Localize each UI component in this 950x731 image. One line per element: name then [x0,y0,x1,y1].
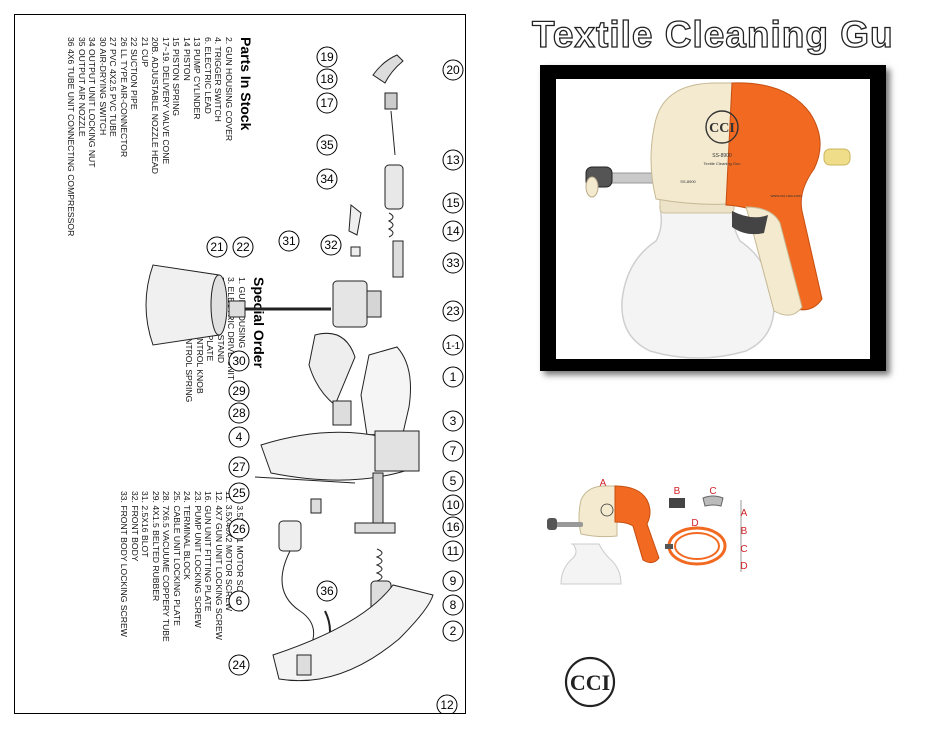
callout-7: 7 [442,440,464,462]
callout-29: 29 [228,380,250,402]
callout-36: 36 [316,580,338,602]
callout-15: 15 [442,192,464,214]
svg-text:8: 8 [450,598,457,612]
svg-text:28: 28 [232,406,246,420]
accessory-legend-d: D [740,561,747,572]
svg-text:4: 4 [236,430,243,444]
callout-8: 8 [442,594,464,616]
svg-text:24: 24 [232,658,246,672]
product-photo: CCI SS-8900 Textile Cleaning Gun SS-8900… [556,79,870,359]
svg-text:32: 32 [324,238,338,252]
photo-housing-label: SS-8900 [680,179,696,184]
callout-28: 28 [228,402,250,424]
callout-25: 25 [228,482,250,504]
svg-text:3: 3 [450,414,457,428]
callout-23: 23 [442,300,464,322]
callout-26: 26 [228,518,250,540]
photo-body-label: Textile Cleaning Gun [704,161,741,166]
svg-text:14: 14 [446,224,460,238]
callout-1-1: 1-1 [442,334,464,356]
accessory-legend-b: B [741,526,748,537]
accessory-legend-a: A [741,508,748,519]
svg-text:12: 12 [440,698,454,712]
svg-text:21: 21 [210,240,224,254]
svg-text:26: 26 [232,522,246,536]
callout-13: 13 [442,149,464,171]
svg-text:25: 25 [232,486,246,500]
accessory-callout-b: B [674,486,681,497]
svg-text:27: 27 [232,460,246,474]
svg-text:15: 15 [446,196,460,210]
callout-21: 21 [206,236,228,258]
svg-text:35: 35 [320,138,334,152]
accessories-panel: A B C D A B C D [547,478,748,585]
svg-text:29: 29 [232,384,246,398]
callout-24: 24 [228,654,250,676]
photo-web-label: www.cci-usa.com [771,193,803,198]
svg-text:1: 1 [450,370,457,384]
svg-text:36: 36 [320,584,334,598]
callout-35: 35 [316,134,338,156]
callout-16: 16 [442,516,464,538]
parts-diagram-panel: Parts In Stock 2. GUN HOUSING COVER 4. T… [14,14,466,714]
svg-text:6: 6 [236,594,243,608]
svg-text:11: 11 [447,544,460,558]
callout-14: 14 [442,220,464,242]
svg-text:17: 17 [320,96,334,110]
svg-text:18: 18 [320,72,334,86]
svg-text:23: 23 [446,304,460,318]
svg-text:20: 20 [446,63,460,77]
callout-4: 4 [228,426,250,448]
callout-32: 32 [320,234,342,256]
callout-27: 27 [228,456,250,478]
company-logo-text: CCI [570,670,610,695]
callout-30: 30 [228,350,250,372]
callout-1: 1 [442,366,464,388]
photo-model-label: SS-8900 [712,153,732,159]
svg-text:34: 34 [320,172,334,186]
callout-34: 34 [316,168,338,190]
callout-22: 22 [232,236,254,258]
exploded-diagram: 20 19 18 17 35 34 13 15 14 33 32 31 22 2… [145,46,464,713]
accessory-callout-a: A [600,478,607,489]
spray-gun-illustration: CCI SS-8900 Textile Cleaning Gun SS-8900… [585,82,851,359]
svg-text:7: 7 [450,444,457,458]
product-photo-frame: CCI SS-8900 Textile Cleaning Gun SS-8900… [540,65,886,371]
brochure-title: Textile Cleaning Gu [531,13,894,55]
callout-17: 17 [316,92,338,114]
svg-text:30: 30 [232,354,246,368]
accessory-callout-c: C [709,486,716,497]
callout-2: 2 [442,620,464,642]
callout-33: 33 [442,252,464,274]
svg-text:16: 16 [446,520,460,534]
svg-text:10: 10 [446,498,460,512]
svg-text:13: 13 [446,153,460,167]
photo-logo: CCI [709,121,735,136]
callout-20: 20 [442,59,464,81]
callout-9: 9 [442,570,464,592]
callout-6: 6 [228,590,250,612]
svg-text:9: 9 [450,574,457,588]
svg-text:33: 33 [446,256,460,270]
callout-3: 3 [442,410,464,432]
callout-10: 10 [442,494,464,516]
callout-11: 11 [442,540,464,562]
svg-text:1-1: 1-1 [446,341,461,352]
svg-text:2: 2 [450,624,457,638]
svg-text:5: 5 [450,474,457,488]
callout-5: 5 [442,470,464,492]
company-logo: CCI [564,656,616,708]
svg-text:19: 19 [320,50,334,64]
callout-18: 18 [316,68,338,90]
accessory-callout-d: D [691,518,698,529]
callout-12: 12 [436,694,458,713]
svg-text:31: 31 [282,234,296,248]
callout-19: 19 [316,46,338,68]
svg-text:22: 22 [236,240,250,254]
callout-31: 31 [278,230,300,252]
accessory-legend-c: C [740,544,747,555]
